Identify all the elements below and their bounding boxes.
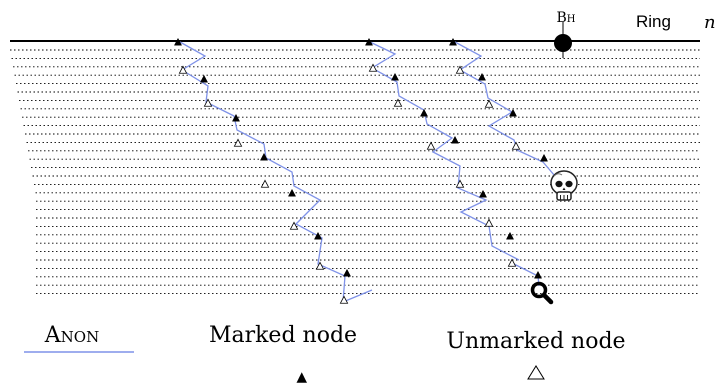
marked-node xyxy=(419,108,429,117)
unmarked-node xyxy=(178,65,188,74)
marked-node xyxy=(364,37,374,46)
unmarked-node xyxy=(455,179,465,188)
bh-label: Bh xyxy=(556,10,575,26)
legend-marked-triangle xyxy=(296,372,307,383)
unmarked-node xyxy=(339,295,349,304)
unmarked-node xyxy=(484,218,494,227)
unmarked-node xyxy=(260,179,270,188)
marked-node xyxy=(450,135,460,144)
marked-node xyxy=(259,152,269,161)
unmarked-node xyxy=(455,65,465,74)
marked-node xyxy=(199,74,209,83)
unmarked-node xyxy=(315,261,325,270)
marked-node xyxy=(478,189,488,198)
n-label: n xyxy=(704,12,716,33)
unmarked-node xyxy=(289,221,299,230)
marked-node xyxy=(533,270,543,279)
unmarked-node xyxy=(511,141,521,150)
ring-label: Ring xyxy=(636,12,671,31)
marked-node xyxy=(231,113,241,122)
marked-node xyxy=(477,72,487,81)
marked-node xyxy=(539,153,549,162)
agent-path-2 xyxy=(369,41,520,261)
agent-paths xyxy=(179,41,561,304)
unmarked-node xyxy=(368,63,378,72)
legend-unmarked-triangle xyxy=(527,365,545,380)
agent-path-1 xyxy=(179,41,373,304)
unmarked-node xyxy=(426,141,436,150)
unmarked-node xyxy=(507,258,517,267)
marked-node xyxy=(313,231,323,240)
legend-marked-label: Marked node xyxy=(209,323,357,348)
magnifier-icon xyxy=(530,281,554,305)
unmarked-node xyxy=(484,99,494,108)
marked-node xyxy=(342,268,352,277)
marked-node xyxy=(448,37,458,46)
legend-unmarked-label: Unmarked node xyxy=(446,329,625,354)
marked-node xyxy=(173,37,183,46)
unmarked-node xyxy=(203,98,213,107)
unmarked-node xyxy=(393,98,403,107)
legend-anon-label: Anon xyxy=(44,323,99,348)
node-markers xyxy=(173,37,549,304)
marked-node xyxy=(287,188,297,197)
skull-icon xyxy=(550,170,578,201)
unmarked-node xyxy=(233,138,243,147)
marked-node xyxy=(505,231,515,240)
marked-node xyxy=(390,72,400,81)
marked-node xyxy=(508,108,518,117)
dotted-rows xyxy=(10,49,700,295)
